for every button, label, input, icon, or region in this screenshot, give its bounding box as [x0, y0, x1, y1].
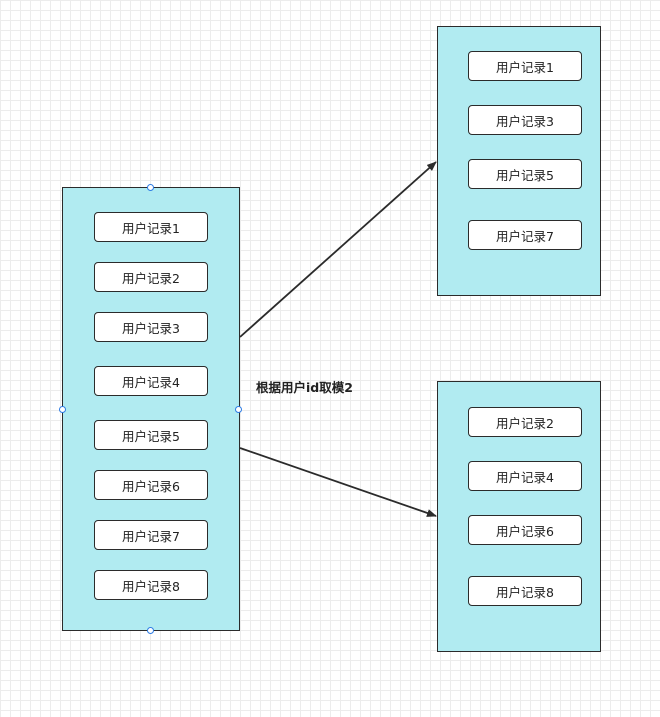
record-label: 用户记录5	[122, 428, 180, 444]
record-label: 用户记录2	[496, 415, 554, 431]
record-box[interactable]: 用户记录2	[94, 262, 208, 292]
record-label: 用户记录7	[122, 528, 180, 544]
record-label: 用户记录4	[496, 469, 554, 485]
source-table[interactable]: 用户记录1 用户记录2 用户记录3 用户记录4 用户记录5 用户记录6 用户记录…	[62, 187, 240, 631]
arrow-to-odd-shard[interactable]	[239, 161, 437, 338]
resize-handle-bottom[interactable]	[147, 627, 154, 634]
record-label: 用户记录8	[122, 578, 180, 594]
record-label: 用户记录1	[122, 220, 180, 236]
record-label: 用户记录3	[122, 320, 180, 336]
record-label: 用户记录8	[496, 584, 554, 600]
record-box[interactable]: 用户记录1	[94, 212, 208, 242]
record-box[interactable]: 用户记录1	[468, 51, 582, 81]
record-box[interactable]: 用户记录3	[94, 312, 208, 342]
resize-handle-left[interactable]	[59, 406, 66, 413]
record-label: 用户记录6	[122, 478, 180, 494]
record-box[interactable]: 用户记录7	[468, 220, 582, 250]
edge-label-mod-2[interactable]: 根据用户id取模2	[256, 380, 353, 395]
resize-handle-right[interactable]	[235, 406, 242, 413]
record-label: 用户记录6	[496, 523, 554, 539]
arrow-to-even-shard[interactable]	[239, 447, 437, 517]
record-label: 用户记录4	[122, 374, 180, 390]
record-box[interactable]: 用户记录5	[94, 420, 208, 450]
record-box[interactable]: 用户记录2	[468, 407, 582, 437]
record-box[interactable]: 用户记录7	[94, 520, 208, 550]
resize-handle-top[interactable]	[147, 184, 154, 191]
record-box[interactable]: 用户记录4	[94, 366, 208, 396]
record-box[interactable]: 用户记录8	[94, 570, 208, 600]
record-label: 用户记录7	[496, 228, 554, 244]
target-table-even[interactable]: 用户记录2 用户记录4 用户记录6 用户记录8	[437, 381, 601, 652]
record-label: 用户记录2	[122, 270, 180, 286]
record-label: 用户记录5	[496, 167, 554, 183]
record-label: 用户记录1	[496, 59, 554, 75]
record-box[interactable]: 用户记录6	[94, 470, 208, 500]
record-box[interactable]: 用户记录8	[468, 576, 582, 606]
record-label: 用户记录3	[496, 113, 554, 129]
record-box[interactable]: 用户记录3	[468, 105, 582, 135]
target-table-odd[interactable]: 用户记录1 用户记录3 用户记录5 用户记录7	[437, 26, 601, 296]
record-box[interactable]: 用户记录5	[468, 159, 582, 189]
record-box[interactable]: 用户记录6	[468, 515, 582, 545]
record-box[interactable]: 用户记录4	[468, 461, 582, 491]
